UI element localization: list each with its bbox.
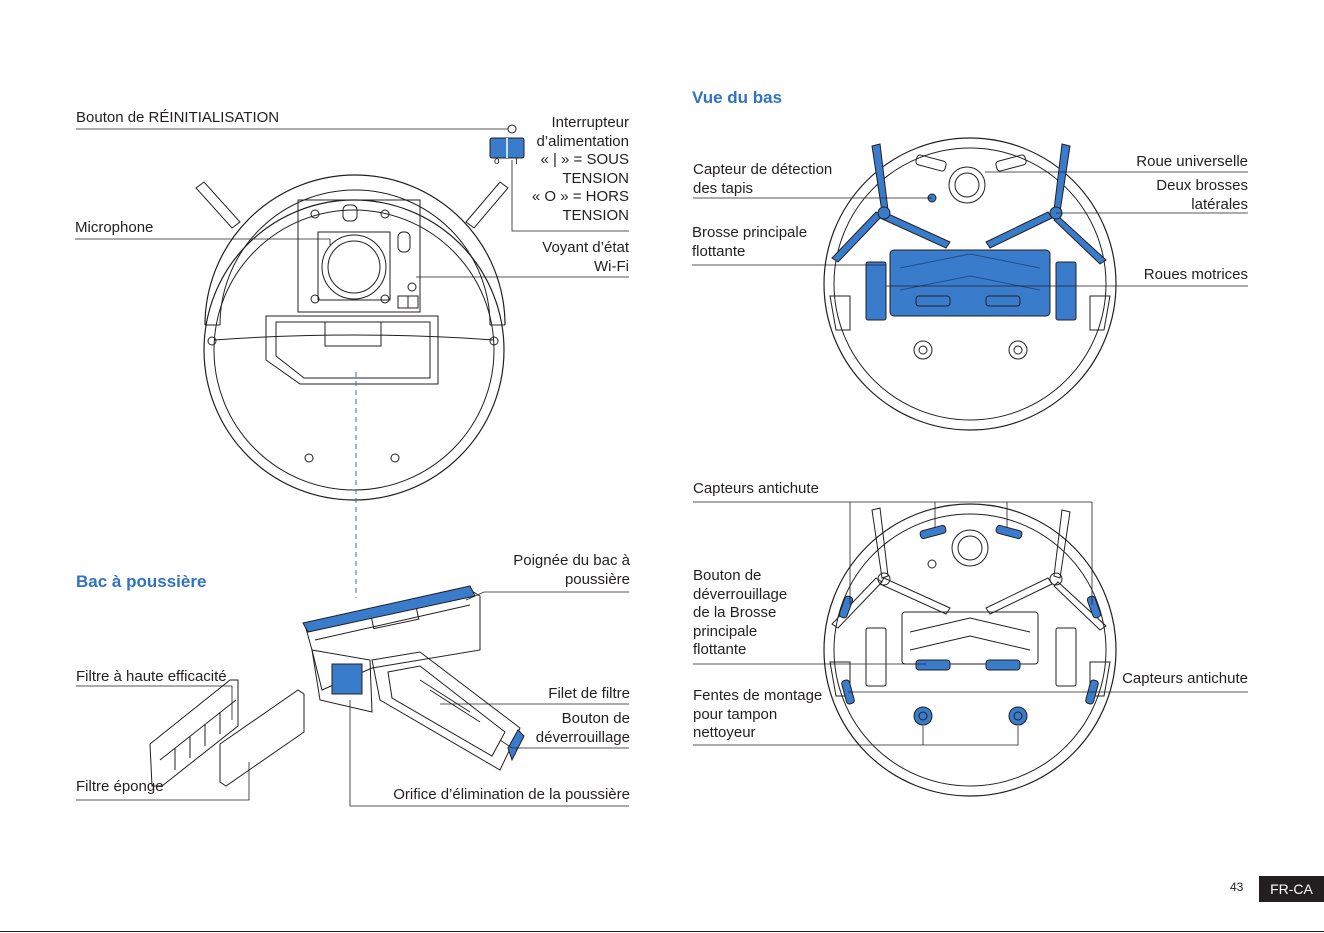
top-view-robot <box>195 174 509 501</box>
label-wifi-indicator: Voyant d’état Wi-Fi <box>542 239 629 275</box>
label-power-switch: Interrupteur d’alimentation « | » = SOUS… <box>531 114 629 224</box>
bottom-view-robot <box>823 137 1117 431</box>
leader-lines-top <box>75 128 629 278</box>
label-sponge-filter: Filtre éponge <box>76 778 164 795</box>
label-mop-slots: Fentes de montage pour tampon nettoyeur <box>693 687 823 741</box>
label-filter-net: Filet de filtre <box>548 685 630 702</box>
switch-on-symbol: ı <box>515 156 518 167</box>
label-dust-outlet: Orifice d’élimination de la poussière <box>393 786 630 803</box>
label-reset-button: Bouton de RÉINITIALISATION <box>76 109 280 126</box>
label-universal-wheel: Roue universelle <box>1136 153 1248 170</box>
switch-off-symbol: o <box>494 156 500 167</box>
label-main-brush: Brosse principale flottante <box>692 224 808 260</box>
label-side-brushes: Deux brosses latérales <box>1156 177 1248 213</box>
locale-badge: FR-CA <box>1259 876 1324 902</box>
heading-bac-a-poussiere: Bac à poussière <box>76 572 207 591</box>
label-hepa-filter: Filtre à haute efficacité <box>76 668 227 685</box>
label-carpet-sensor: Capteur de détection des tapis <box>693 161 833 197</box>
leader-lines-dustbin <box>76 591 629 807</box>
reset-button-icon <box>507 124 517 134</box>
leader-lines-bottom-2 <box>693 501 1248 746</box>
label-drive-wheels: Roues motrices <box>1143 266 1248 283</box>
label-release-button: Bouton de déverrouillage <box>535 710 630 746</box>
label-cliff-sensors-top: Capteurs antichute <box>693 480 819 497</box>
label-brush-release: Bouton de déverrouillage de la Brosse pr… <box>693 567 788 658</box>
heading-vue-du-bas: Vue du bas <box>692 88 783 107</box>
label-microphone: Microphone <box>75 219 154 236</box>
bottom-rule <box>0 931 1324 932</box>
leader-lines-bottom-1 <box>692 171 1248 287</box>
page-number: 43 <box>1230 880 1244 894</box>
bottom-view-robot-2 <box>823 503 1117 797</box>
label-cliff-sensors-right: Capteurs antichute <box>1122 670 1248 687</box>
label-dustbin-handle: Poignée du bac à poussière <box>513 552 630 588</box>
